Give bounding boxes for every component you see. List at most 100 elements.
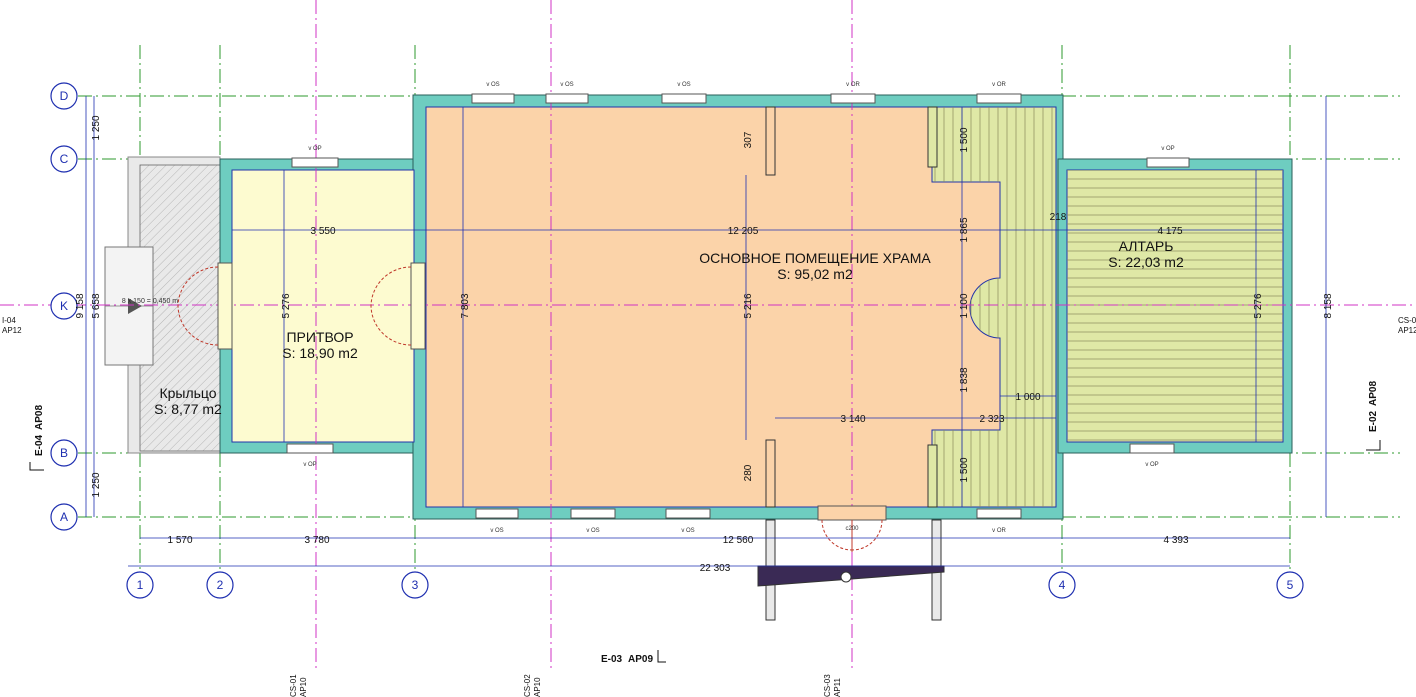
dim-bottom-3: 12 560 <box>723 535 754 546</box>
cs01-ref: AP10 <box>299 677 308 697</box>
ramp-note: 8 x 150 = 0,450 m <box>122 298 178 305</box>
main-hall-name: ОСНОВНОЕ ПОМЕЩЕНИЕ ХРАМА <box>699 250 931 266</box>
window-tag: v OR <box>992 528 1006 534</box>
axis-bubble-c <box>50 145 78 173</box>
axis-letter: K <box>60 299 68 313</box>
cs01-label: CS-01 <box>289 674 298 697</box>
dim-left-1: 1 250 <box>91 115 102 140</box>
dim-left-2: 9 158 <box>75 293 86 318</box>
window-tag: v OS <box>681 528 694 534</box>
dimension-lines <box>85 96 1327 567</box>
dim-solea-bottom: 1 500 <box>959 457 970 482</box>
axis-bubbles-letters <box>50 82 78 531</box>
dim-narthex-height: 5 276 <box>281 293 292 318</box>
axis-letter: B <box>60 446 68 460</box>
porch-area: S: 8,77 m2 <box>154 401 222 417</box>
dim-solea-top: 1 500 <box>959 127 970 152</box>
windows-bottom <box>286 443 1175 519</box>
axis-letter: C <box>60 152 69 166</box>
section-right-id: E-02 <box>1368 410 1379 432</box>
dim-column-height: 5 216 <box>743 293 754 318</box>
dim-bottom-total: 22 303 <box>700 563 731 574</box>
axis-bubble-3 <box>401 571 429 599</box>
dim-bottom-pier: 280 <box>743 464 754 481</box>
door-tag: c200 <box>845 526 859 532</box>
doors <box>177 262 887 552</box>
axis-bubbles-numbers <box>126 571 1304 599</box>
dim-bottom-2: 3 780 <box>304 535 329 546</box>
pier-top <box>765 106 776 176</box>
section-right-ref: AP08 <box>1368 381 1379 406</box>
window-tag: v OS <box>586 528 599 534</box>
cut-right-ref: AP12 <box>1398 326 1416 335</box>
axis-number: 5 <box>1287 578 1294 592</box>
dim-left-4: 1 250 <box>91 472 102 497</box>
main-hall-area: S: 95,02 m2 <box>777 266 853 282</box>
section-bottom-id: E-03 <box>601 654 623 665</box>
axis-bubble-b <box>50 439 78 467</box>
section-lines <box>0 0 1416 672</box>
narthex-area: S: 18,90 m2 <box>282 345 358 361</box>
window-tag: v OS <box>486 82 499 88</box>
dim-solea-low: 1 838 <box>959 367 970 392</box>
axis-bubble-5 <box>1276 571 1304 599</box>
cs02-label: CS-02 <box>523 674 532 697</box>
window-tag: v OP <box>1161 146 1174 152</box>
section-left-id: E-04 <box>34 434 45 456</box>
dim-altar-width: 4 175 <box>1157 226 1182 237</box>
dim-lower-right: 2 323 <box>979 414 1004 425</box>
porch-name: Крыльцо <box>159 385 216 401</box>
dim-wall-small: 218 <box>1050 212 1067 223</box>
dim-altar-height: 5 276 <box>1253 293 1264 318</box>
cs03-label: CS-03 <box>823 674 832 697</box>
dim-solea-mid: 1 865 <box>959 217 970 242</box>
dim-bottom-1: 1 570 <box>167 535 192 546</box>
axis-number: 4 <box>1059 578 1066 592</box>
narthex-floor <box>231 169 415 443</box>
axis-letter: A <box>60 510 68 524</box>
windows-top <box>291 93 1190 168</box>
window-tag: v OP <box>303 462 316 468</box>
axis-bubble-4 <box>1048 571 1076 599</box>
axis-bubble-2 <box>206 571 234 599</box>
porch-area <box>104 156 221 454</box>
section-left-ref: AP08 <box>34 405 45 430</box>
pier-bottom <box>765 439 776 508</box>
window-tag: v OS <box>677 82 690 88</box>
altar-name: АЛТАРЬ <box>1119 238 1174 254</box>
axis-letter: D <box>60 89 69 103</box>
axis-bubble-1 <box>126 571 154 599</box>
axis-number: 1 <box>137 578 144 592</box>
window-tag: v OP <box>1145 462 1158 468</box>
dim-apse-offset: 1 000 <box>1015 392 1040 403</box>
window-tag: v OS <box>560 82 573 88</box>
cs02-ref: AP10 <box>533 677 542 697</box>
dim-bottom-4: 4 393 <box>1163 535 1188 546</box>
dim-top-pier: 307 <box>743 131 754 148</box>
altar-area: S: 22,03 m2 <box>1108 254 1184 270</box>
dim-left-3: 5 658 <box>91 293 102 318</box>
window-tag: v OR <box>992 82 1006 88</box>
dim-solea-apse: 1 100 <box>959 293 970 318</box>
cut-left-ref: AP12 <box>2 326 22 335</box>
dim-right-total: 8 158 <box>1323 293 1334 318</box>
axis-number: 2 <box>217 578 224 592</box>
dim-hall-height: 7 803 <box>460 293 471 318</box>
dim-lower-partition: 3 140 <box>840 414 865 425</box>
narthex-name: ПРИТВОР <box>286 329 353 345</box>
entrance-stair <box>757 519 945 621</box>
window-tag: v OS <box>490 528 503 534</box>
cut-right-id: CS-04 <box>1398 316 1416 325</box>
dim-narthex-width: 3 550 <box>310 226 335 237</box>
window-tag: v OR <box>846 82 860 88</box>
window-tag: v OP <box>308 146 321 152</box>
axis-bubble-d <box>50 82 78 110</box>
cut-left-id: I-04 <box>2 316 16 325</box>
dim-hall-width: 12 205 <box>728 226 759 237</box>
section-bottom-ref: AP09 <box>628 654 653 665</box>
axis-number: 3 <box>412 578 419 592</box>
cs03-ref: AP11 <box>833 677 842 697</box>
axis-bubble-a <box>50 503 78 531</box>
axis-bubble-k <box>50 292 78 320</box>
